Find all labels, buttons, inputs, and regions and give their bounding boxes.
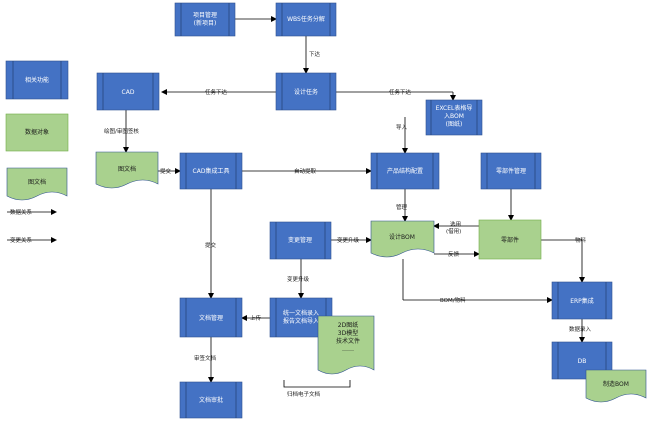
legend-data-shape: [5, 113, 69, 152]
node-parts-mgmt: 零部件管理: [480, 152, 542, 190]
legend-document-shape: [6, 167, 68, 201]
svg-text:(新项目): (新项目): [194, 19, 217, 27]
node-erp-integration: ERP集成: [551, 281, 613, 320]
svg-text:零部件管理: 零部件管理: [496, 167, 526, 175]
doc-list: 2D图纸 3D模型 技术文件 ……: [317, 315, 375, 375]
svg-text:制造BOM: 制造BOM: [603, 380, 629, 388]
label-manage: 管理: [396, 203, 408, 211]
node-cad: CAD: [96, 72, 160, 111]
legend-related-function: 相关功能: [25, 76, 49, 84]
doc-design-bom: 设计BOM: [370, 220, 435, 258]
label-data-entry: 数据录入: [569, 325, 592, 333]
legend-drawing: 图文档: [28, 178, 46, 186]
label-issue: 下达: [309, 50, 321, 58]
svg-text:DB: DB: [578, 358, 587, 365]
edges: [123, 16, 585, 388]
svg-text:零部件: 零部件: [501, 236, 519, 244]
svg-text:图文档: 图文档: [118, 165, 136, 173]
label-bom-material: BOM/物料: [440, 296, 466, 304]
node-excel-import: EXCEL表格导 入BOM (图纸): [425, 99, 483, 136]
label-submit-down: 提交: [205, 241, 217, 249]
svg-text:技术文件: 技术文件: [336, 337, 360, 345]
legend-transform-relation: 变更关系: [10, 236, 33, 244]
node-project-mgmt: 项目管理 (新项目): [174, 2, 236, 37]
svg-text:产品结构配置: 产品结构配置: [387, 167, 423, 175]
label-material: 物料: [575, 236, 587, 244]
label-task-issue-right: 任务下达: [389, 88, 412, 96]
node-cad-integration: CAD集成工具: [179, 152, 243, 190]
svg-text:变更管理: 变更管理: [288, 236, 312, 244]
legend-data-relation: 数据关系: [10, 208, 33, 216]
node-wbs: WBS任务分解: [275, 2, 337, 37]
node-doc-mgmt: 文档管理: [179, 297, 243, 338]
svg-text:WBS任务分解: WBS任务分解: [287, 15, 325, 23]
label-upload: 上传: [250, 314, 262, 322]
svg-text:报告文档导入: 报告文档导入: [283, 317, 319, 325]
svg-text:CAD: CAD: [122, 89, 135, 96]
node-change-mgmt: 变更管理: [269, 221, 332, 260]
svg-text:文档审批: 文档审批: [199, 396, 223, 404]
svg-text:ERP集成: ERP集成: [570, 297, 594, 305]
label-task-issue-left: 任务下达: [205, 88, 228, 96]
label-change-upgrade: 变更升级: [337, 236, 360, 244]
svg-text:设计任务: 设计任务: [294, 88, 318, 96]
data-parts: 零部件: [478, 219, 542, 260]
label-archive: 归档电子文档: [287, 390, 321, 398]
edge-labels: 下达 任务下达 任务下达 绘图/审图签核 提交 自动提取 导入 管理 选用 (借…: [104, 50, 592, 398]
svg-text:项目管理: 项目管理: [193, 11, 217, 19]
svg-text:(图纸): (图纸): [446, 120, 463, 128]
svg-text:设计BOM: 设计BOM: [389, 233, 415, 241]
svg-text:3D模型: 3D模型: [338, 329, 358, 337]
svg-text:入BOM: 入BOM: [444, 113, 464, 120]
legend: 相关功能 数据对象 图文档 数据关系 变更关系: [5, 60, 69, 244]
label-drawing-sign: 绘图/审图签核: [104, 127, 139, 135]
doc-mfg-bom: 制造BOM: [585, 369, 647, 403]
svg-text:2D图纸: 2D图纸: [338, 321, 358, 329]
label-review-sign: 审签文档: [194, 354, 217, 362]
label-change-notice: 变更升级: [287, 275, 310, 283]
label-reference: 选用: [450, 220, 461, 228]
svg-text:统一文档录入: 统一文档录入: [283, 309, 319, 317]
legend-data-object: 数据对象: [25, 128, 49, 136]
label-reference-sub: (借用): [446, 227, 461, 235]
svg-text:……: ……: [342, 346, 354, 353]
node-design-task: 设计任务: [275, 72, 337, 111]
doc-drawing: 图文档: [95, 151, 159, 189]
node-approval: 文档审批: [179, 381, 243, 419]
archive-bracket: [283, 380, 351, 388]
label-auto-extract: 自动提取: [294, 167, 317, 175]
label-import: 导入: [396, 124, 408, 131]
label-feedback: 反馈: [448, 250, 460, 258]
node-product-structure: 产品结构配置: [370, 152, 440, 190]
legend-process-shape: [5, 60, 69, 100]
svg-text:CAD集成工具: CAD集成工具: [193, 167, 230, 175]
label-submit-left: 提交: [160, 167, 172, 175]
svg-text:文档管理: 文档管理: [199, 314, 223, 322]
node-unified-doc-entry: 统一文档录入 报告文档导入: [269, 297, 333, 338]
svg-text:EXCEL表格导: EXCEL表格导: [436, 104, 473, 112]
